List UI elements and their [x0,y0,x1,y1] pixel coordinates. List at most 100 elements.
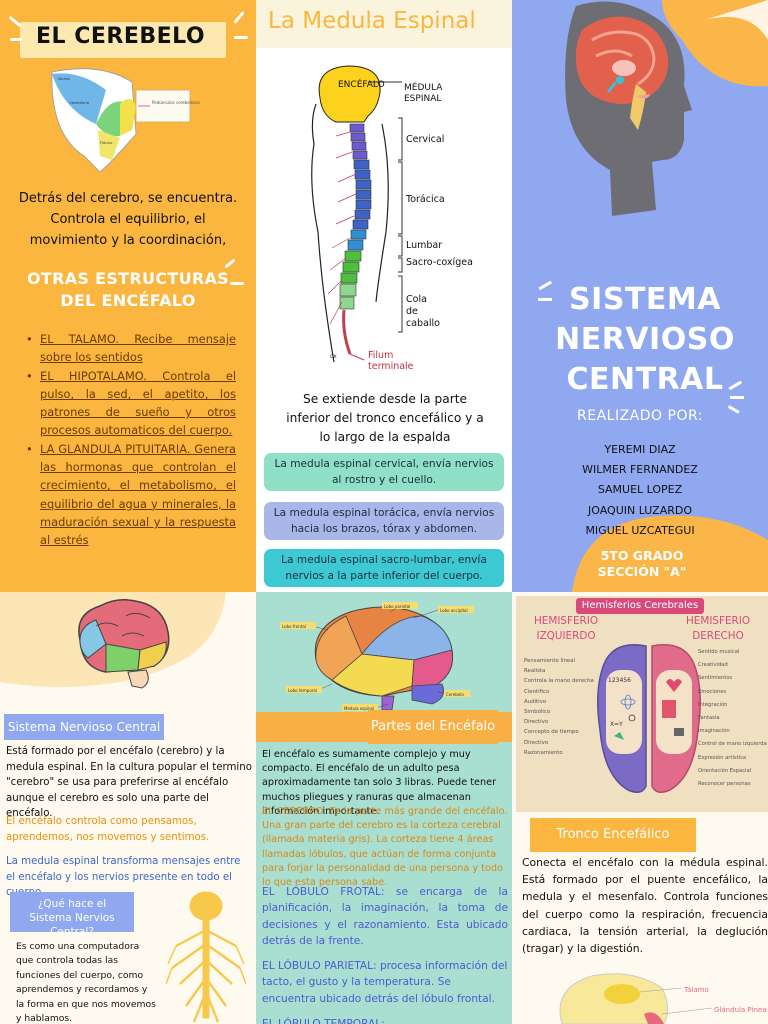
nervous-system-figure [166,891,246,1023]
snc-question: ¿Qué hace el Sistema Nervios Central? [10,892,134,938]
snc-paragraph-1: Está formado por el encéfalo (cerebro) y… [6,746,252,819]
label-parietal: Lobo parietal [384,604,410,609]
hemispheres-brain: 123456 X=Y [597,644,701,793]
cover-title: SISTEMA NERVIOSO CENTRAL [555,282,735,397]
authors-list: YEREMI DIAZ WILMER FERNANDEZ SAMUEL LOPE… [512,440,768,541]
tronco-text: Conecta el encéfalo con la médula espina… [522,856,768,956]
list-item: Emociones [698,688,727,695]
author-name: YEREMI DIAZ [604,443,676,456]
label-temporal: Lobo temporal [288,688,317,693]
list-item: Control de mano izquierda [698,741,767,748]
svg-text:Vermis: Vermis [58,77,70,81]
formula-text: X=Y [610,721,623,728]
panel-cover: SISTEMA NERVIOSO CENTRAL REALIZADO POR: … [512,0,768,592]
brain-illustration [78,599,170,689]
svg-text:Hemisferio: Hemisferio [70,101,89,105]
label-medula: Medula espinal [344,706,374,711]
label-talamo: Tálamo [683,986,709,994]
snc-answer: Es como una computadora que controla tod… [16,941,156,1024]
label-sacro: Sacro-coxígea [406,257,473,268]
decor-spark [230,282,244,285]
label-cervical: Cervical [406,134,444,145]
snc-label: Sistema Nervioso Central [4,714,164,740]
label-cerebelo: Cerebelo [446,692,464,697]
list-item: Realista [524,668,546,675]
svg-text:Pedúnculos cerebelosos: Pedúnculos cerebelosos [152,100,200,105]
svg-text:Flóculo: Flóculo [100,141,112,145]
list-item: Sentimientos [698,675,733,682]
medula-title: La Medula Espinal [268,8,476,34]
list-item: Reconocer personas [698,781,751,788]
tronco-label: Tronco Encefálico [530,818,696,852]
partes-intro: El encéfalo es sumamente complejo y muy … [262,749,497,817]
camera-icon [674,728,684,736]
label-encefalo: ENCÉFALO [338,78,385,90]
label-pineal: Glándula Pinea [714,1006,766,1014]
author-name: MIGUEL UZCATEGUI [585,523,695,537]
partes-cerebro: EL CEREBRO: Es la parte más grande del e… [262,806,508,889]
list-item: Pensamiento lineal [524,658,576,664]
tronco-figure: Tálamo Glándula Pinea [559,973,766,1024]
panel-hemisferios: Hemisferios Cerebrales HEMISFERIO IZQUIE… [512,592,768,1024]
otras-estructuras-heading: OTRAS ESTRUCTURAS DEL ENCÉFALO [27,269,229,310]
magnifier-icon [628,714,636,722]
list-item: Auditivo [524,698,547,705]
cerebelo-diagram: Pedúnculos cerebelosos Vermis Hemisferio… [51,68,200,173]
list-item: Directivo [524,719,549,726]
panel-snc: Sistema Nervioso Central Está formado po… [0,592,256,1024]
list-item: Creatividad [698,662,728,669]
list-item: Sentido musical [698,649,740,655]
author-name: JOAQUIN LUZARDO [588,503,692,517]
list-item: EL HIPOTALAMO. Controla el pulso, la sed… [22,367,236,440]
numbers-text: 123456 [608,677,631,684]
list-item: Orientación Espacial [698,767,752,774]
note-cervical: La medula espinal cervical, envía nervio… [264,453,504,491]
list-item: EL TALAMO. Recibe mensaje sobre los sent… [22,330,236,367]
decor-spark [10,38,22,41]
cerebelo-description: Detrás del cerebro, se encuentra. Contro… [18,191,238,248]
section-label: SECCIÓN "A" [597,564,687,579]
estructuras-list: EL TALAMO. Recibe mensaje sobre los sent… [22,330,236,550]
list-item: Simbólico [524,709,551,716]
hemisferios-title: Hemisferios Cerebrales [576,598,704,614]
partes-parietal: EL LÓBULO PARIETAL: procesa información … [262,960,508,1005]
cerebelo-title-box [20,22,226,58]
label-toracica: Torácica [405,194,445,205]
decor-spark [234,36,248,39]
author-name: SAMUEL LOPEZ [597,483,683,497]
list-item: Expresión artística [698,754,747,761]
list-item: Controla la mano derecha [524,678,594,685]
partes-frontal: EL LÓBULO FROTAL: se encarga de la plani… [262,886,508,948]
list-item: Integración [698,701,728,708]
medula-description: Se extiende desde la parte inferior del … [286,392,484,444]
note-toracica: La medula espinal torácica, envía nervio… [264,502,504,540]
cover-background-art [538,0,768,592]
right-hemisphere-title: HEMISFERIO DERECHO [685,615,750,642]
grade-label: 5TO GRADO [600,548,684,563]
list-item: Fantasía [698,715,720,722]
left-hemisphere-title: HEMISFERIO IZQUIERDO [533,615,598,642]
heart-icon [666,679,682,692]
grade-section: 5TO GRADO SECCIÓN "A" [572,548,712,580]
partes-temporal: EL LÓBULO TEMPORAL: [262,1018,385,1024]
partes-label: Partes del Encéfalo [368,710,498,744]
left-hemisphere-list: Pensamiento lineal Realista Controla la … [524,656,596,758]
panel-cerebelo: EL CEREBELO Pedúnculos cerebelosos Vermi… [0,0,256,592]
atom-icon [620,694,636,710]
list-item: Directivo [524,739,549,746]
decor-spark [224,258,236,269]
label-cx: cx [330,353,337,360]
list-item: Científico [524,688,550,695]
label-occipital: Lobo occipital [440,608,468,613]
author-name: WILMER FERNANDEZ [582,463,698,477]
title-band [256,0,512,48]
panel-partes: Lobo parietal Lobo occipital Lobo fronta… [256,592,512,1024]
puzzle-icon [614,732,624,740]
note-sacro-lumbar: La medula espinal sacro-lumbar, envía ne… [264,549,504,587]
cerebelo-title: EL CEREBELO [36,24,206,49]
list-item: Razonamiento [524,749,563,756]
